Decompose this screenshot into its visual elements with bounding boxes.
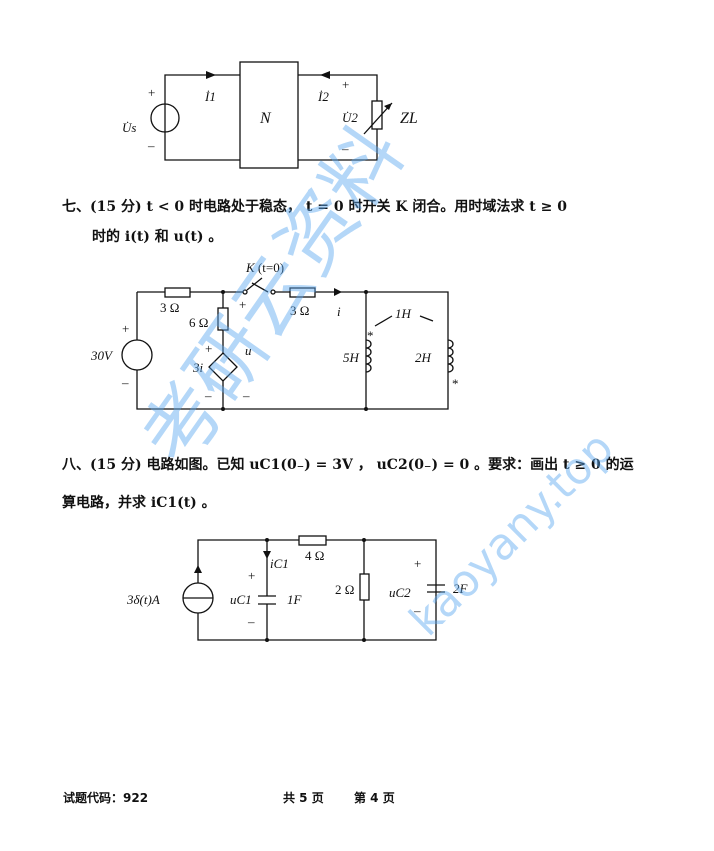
q8-line2: 算电路，并求 iC1(t) 。 (62, 495, 216, 511)
n-label: N (259, 110, 272, 127)
node-dot (265, 638, 269, 642)
dep-label: 3i (192, 360, 204, 375)
r3-label: 3 Ω (290, 303, 309, 318)
c2-label: 2F (453, 581, 469, 596)
plus-label: + (205, 341, 212, 356)
capacitor-1f-icon (258, 595, 276, 605)
q8-line1: 八、(15 分) 电路如图。已知 uC1(0₋) = 3V ， uC2(0₋) … (62, 457, 634, 473)
i-label: i (337, 304, 341, 319)
l1-label: 5H (343, 350, 360, 365)
minus-label: – (204, 388, 212, 403)
node-dot (364, 290, 368, 294)
i2-label: İ2 (317, 89, 329, 104)
dot-mark: * (452, 376, 459, 391)
node-dot (362, 538, 366, 542)
r4-label: 4 Ω (305, 548, 324, 563)
vs-label: 30V (90, 348, 114, 363)
switch-arm (246, 277, 269, 293)
inductor-5h-icon (365, 339, 372, 373)
voltage-source-icon (150, 103, 180, 133)
r1-label: 3 Ω (160, 300, 179, 315)
minus-label: – (147, 138, 155, 153)
dot-mark: * (367, 328, 374, 343)
q7-line2: 时的 i(t) 和 u(t) 。 (92, 229, 223, 245)
node-dot (362, 638, 366, 642)
resistor-icon (359, 573, 370, 601)
minus-label: – (121, 375, 129, 390)
switch-contact (270, 289, 276, 295)
switch-label: K (t=0) (245, 260, 284, 275)
us-label: U̇s (122, 120, 136, 135)
switch-contact (242, 289, 248, 295)
q7-line1: 七、(15 分) t < 0 时电路处于稳态， t = 0 时开关 K 闭合。用… (62, 199, 567, 215)
zl-label: ZL (400, 110, 418, 127)
inductor-2h-icon (447, 339, 454, 373)
minus-label: – (242, 388, 250, 403)
arrow-icon (384, 103, 392, 110)
plus-label: + (248, 568, 255, 583)
ic1-label: iC1 (270, 556, 289, 571)
plus-label: + (239, 297, 246, 312)
node-dot (221, 407, 225, 411)
node-dot (265, 538, 269, 542)
plus-label: + (342, 77, 349, 92)
capacitor-2f-icon (427, 584, 445, 593)
minus-label: – (341, 141, 349, 156)
plus-label: + (122, 321, 129, 336)
c1-label: 1F (287, 592, 303, 607)
page-number: 第 4 页 (354, 791, 395, 805)
resistor-icon (217, 307, 229, 331)
network-box (239, 61, 299, 169)
minus-label: – (247, 614, 255, 629)
node-dot (364, 407, 368, 411)
mutual-arrow (374, 315, 434, 327)
voltage-source-icon (121, 339, 153, 371)
arrow-icon (334, 288, 342, 296)
minus-label: – (413, 603, 421, 618)
uc2-label: uC2 (389, 585, 411, 600)
total-pages: 共 5 页 (283, 791, 324, 805)
resistor-icon (289, 287, 316, 298)
arrow-icon (320, 71, 330, 79)
arrow-icon (194, 565, 202, 573)
plus-label: + (148, 85, 155, 100)
node-dot (221, 290, 225, 294)
dependent-source-icon (208, 352, 238, 382)
arrow-icon (206, 71, 216, 79)
r2-label: 2 Ω (335, 582, 354, 597)
resistor-icon (298, 535, 327, 546)
r2-label: 6 Ω (189, 315, 208, 330)
uc1-label: uC1 (230, 592, 252, 607)
i1-label: İ1 (204, 89, 216, 104)
source-label: 3δ(t)A (126, 592, 160, 607)
plus-label: + (414, 556, 421, 571)
u2-label: U̇2 (342, 110, 358, 125)
arrow-icon (263, 551, 271, 559)
exam-code: 试题代码：922 (63, 791, 149, 805)
l2-label: 2H (415, 350, 432, 365)
resistor-icon (164, 287, 191, 298)
u-label: u (245, 343, 252, 358)
mutual-label: 1H (395, 306, 412, 321)
